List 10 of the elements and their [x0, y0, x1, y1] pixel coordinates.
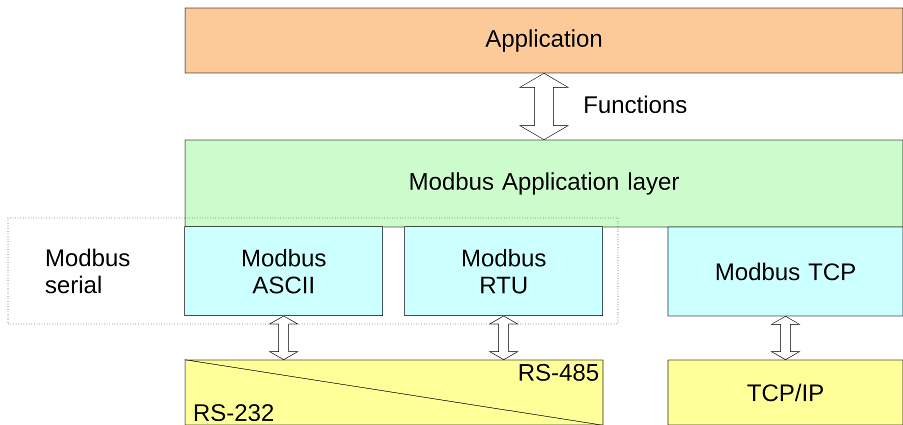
- interface-box: TCP/IP: [668, 360, 903, 425]
- layer-box: Application: [184, 8, 903, 74]
- double-arrow: [268, 316, 299, 360]
- edge-label: Functions: [585, 95, 686, 114]
- protocol-box: Modbus TCP: [668, 226, 903, 316]
- interface-box: RS-485 RS-232: [184, 359, 604, 425]
- protocol-box: Modbus RTU: [404, 226, 603, 316]
- layer-box: Modbus Application layer: [184, 140, 903, 228]
- protocol-box: Modbus ASCII: [184, 226, 383, 316]
- double-arrow: [488, 316, 519, 360]
